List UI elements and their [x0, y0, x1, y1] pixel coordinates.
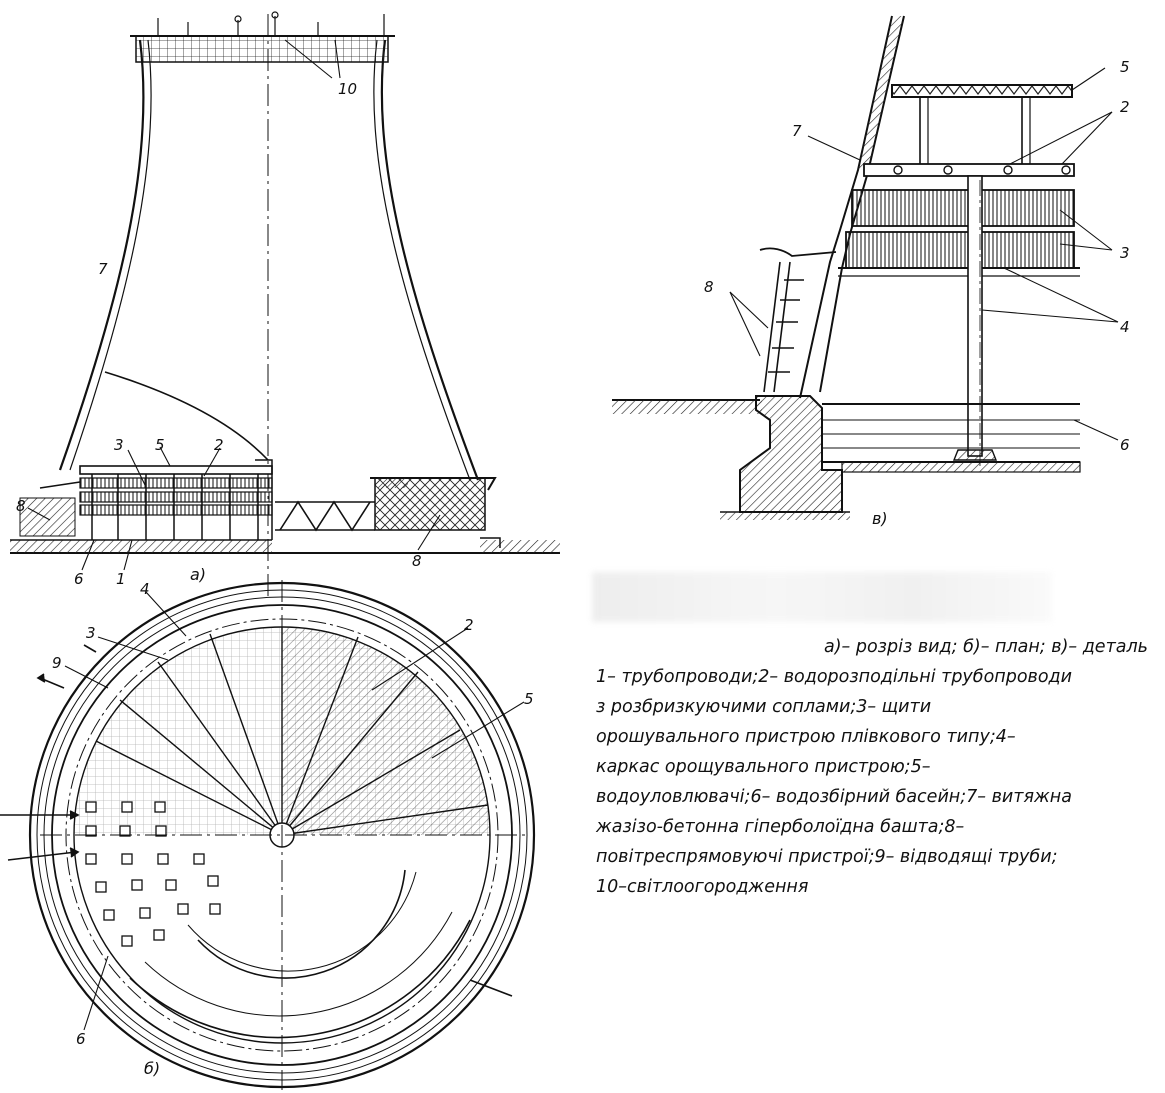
label-v-2: 2	[1120, 98, 1130, 116]
label-b-4: 4	[140, 580, 150, 598]
figure-b-plan	[0, 580, 536, 1090]
leader-lines	[27, 39, 1119, 1031]
label-v-8: 8	[704, 278, 714, 296]
label-b-2: 2	[464, 616, 474, 634]
label-a-6: 6	[74, 570, 84, 588]
label-a-5: 5	[155, 436, 165, 454]
sublabel-v: в)	[872, 509, 888, 528]
erased-text-smudge	[592, 572, 1052, 622]
label-a-2: 2	[214, 436, 224, 454]
sublabel-a: а)	[190, 565, 206, 584]
caption-line-9: 10–світлоогородження	[596, 877, 809, 897]
label-v-3: 3	[1120, 244, 1130, 262]
caption-line-7: жазізо-бетонна гіперболоїдна башта;8–	[596, 817, 965, 837]
label-b-6: 6	[76, 1030, 86, 1048]
label-b-9: 9	[52, 654, 62, 672]
caption-line-4: орошувального пристрою плівкового типу;4…	[596, 727, 1016, 747]
caption-line-6: водоуловлювачі;6– водозбірний басейн;7– …	[596, 787, 1072, 807]
label-v-7: 7	[792, 122, 802, 140]
figure-a-section	[10, 11, 560, 600]
label-b-3: 3	[86, 624, 96, 642]
label-v-4: 4	[1120, 318, 1130, 336]
caption-line-5: каркас орощувального пристрою;5–	[596, 757, 931, 777]
label-a-1: 1	[116, 570, 126, 588]
label-v-6: 6	[1120, 436, 1130, 454]
label-a-8-right: 8	[412, 552, 422, 570]
label-a-7: 7	[98, 260, 108, 278]
caption-line-3: з розбризкуючими соплами;3– щити	[596, 697, 932, 717]
figure-v-detail	[612, 15, 1081, 520]
label-v-5: 5	[1120, 58, 1130, 76]
label-a-10: 10	[338, 80, 357, 98]
figure-caption: а)– розріз вид; б)– план; в)– деталь 1– …	[596, 632, 1156, 902]
label-a-8-left: 8	[16, 497, 26, 515]
caption-line-1: а)– розріз вид; б)– план; в)– деталь	[824, 637, 1148, 657]
caption-line-2: 1– трубопроводи;2– водорозподільні трубо…	[596, 667, 1073, 687]
label-a-3: 3	[114, 436, 124, 454]
label-b-5: 5	[524, 690, 534, 708]
sublabel-b: б)	[144, 1059, 160, 1078]
caption-line-8: повітреспрямовуючі пристрої;9– відводящі…	[596, 847, 1058, 867]
